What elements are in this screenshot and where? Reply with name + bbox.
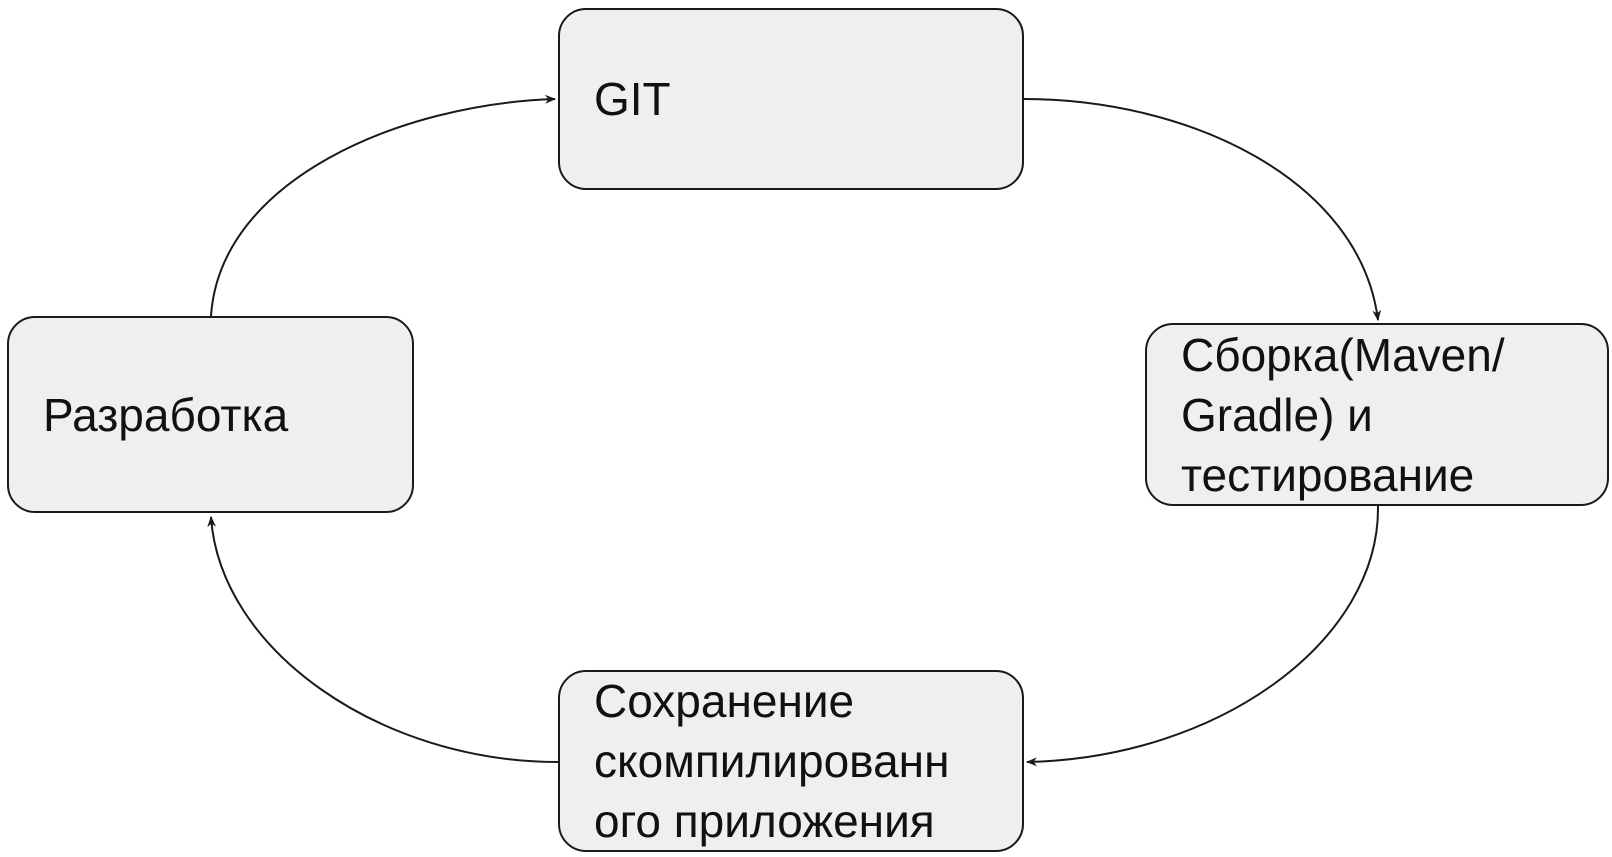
- edge-dev-to-git: [210, 94, 557, 317]
- edge-build-to-store: [1025, 505, 1380, 767]
- edge-store-to-dev: [207, 515, 559, 763]
- node-git-label: GIT: [594, 73, 671, 125]
- node-store-artifact: Сохранение скомпилированн ого приложения: [558, 670, 1024, 852]
- node-build-and-test: Сборка(Maven/ Gradle) и тестирование: [1145, 323, 1609, 506]
- node-build-and-test-label: Сборка(Maven/ Gradle) и тестирование: [1181, 328, 1505, 501]
- node-git: GIT: [558, 8, 1024, 190]
- node-development: Разработка: [7, 316, 414, 513]
- node-development-label: Разработка: [43, 388, 289, 441]
- node-store-artifact-label: Сохранение скомпилированн ого приложения: [594, 675, 950, 847]
- edge-git-to-build: [1023, 98, 1382, 322]
